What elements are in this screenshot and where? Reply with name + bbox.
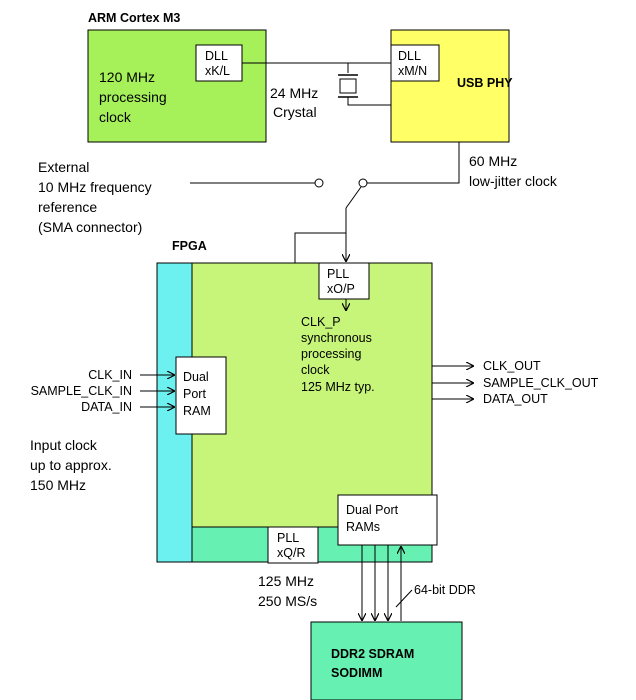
usb-dll-line-1: DLL: [398, 49, 421, 63]
input-note-line-3: 150 MHz: [30, 477, 86, 493]
input-note-line-2: up to approx.: [30, 457, 112, 473]
fpga-core: [191, 262, 433, 528]
arm-dll-box: [195, 44, 243, 82]
fpga-title: FPGA: [172, 239, 207, 253]
crystal-symbol: [339, 78, 357, 94]
adc-rate-line-2: 250 MS/s: [258, 593, 317, 609]
usb-clock-wire: [367, 142, 460, 184]
ext-ref-line-1: External: [38, 159, 89, 175]
crystal-label-line-2: Crystal: [273, 104, 317, 120]
arm-text-line-1: 120 MHz: [99, 69, 155, 85]
input-label-sample-clk-in: SAMPLE_CLK_IN: [31, 384, 132, 398]
dual-port-rams-line-1: Dual Port: [346, 503, 399, 517]
pll-top-line-1: PLL: [327, 267, 349, 281]
dual-port-ram-line-2: Port: [183, 387, 206, 401]
switch-contact-ext: [314, 178, 324, 188]
ext-ref-line-3: reference: [38, 199, 97, 215]
sdram-block: [310, 621, 463, 700]
output-label-clk-out: CLK_OUT: [483, 359, 541, 373]
usb-clock-line-1: 60 MHz: [469, 153, 517, 169]
dual-port-ram-line-3: RAM: [183, 404, 211, 418]
input-note-line-1: Input clock: [30, 437, 98, 453]
arm-text-line-3: clock: [99, 109, 132, 125]
output-label-sample-clk-out: SAMPLE_CLK_OUT: [483, 376, 599, 390]
ext-ref-line-4: (SMA connector): [38, 219, 142, 235]
arm-dll-line-2: xK/L: [205, 64, 230, 78]
ddr-bus-leader: [395, 589, 413, 608]
sdram-line-1: DDR2 SDRAM: [331, 647, 414, 661]
switch-contact-usb: [358, 178, 368, 188]
clkp-line-2: synchronous: [301, 331, 372, 345]
usb-clock-line-2: low-jitter clock: [469, 173, 558, 189]
input-label-clk-in: CLK_IN: [88, 368, 132, 382]
input-label-data-in: DATA_IN: [81, 400, 132, 414]
pll-top-box: [318, 262, 370, 300]
crystal-label-line-1: 24 MHz: [270, 85, 318, 101]
usb-dll-line-2: xM/N: [398, 64, 427, 78]
dual-port-rams-line-2: RAMs: [346, 520, 380, 534]
ddr-bus-label: 64-bit DDR: [414, 583, 476, 597]
arm-dll-line-1: DLL: [205, 49, 228, 63]
switch-arm: [345, 186, 362, 209]
clkp-line-5: 125 MHz typ.: [301, 380, 375, 394]
crystal-wire-bottom: [347, 97, 391, 106]
adc-rate-line-1: 125 MHz: [258, 573, 314, 589]
arm-title: ARM Cortex M3: [88, 11, 180, 25]
arm-text-line-2: processing: [99, 89, 167, 105]
pll-top-line-2: xO/P: [327, 282, 355, 296]
ext-ref-line-2: 10 MHz frequency: [38, 179, 152, 195]
pll-bottom-line-2: xQ/R: [277, 546, 305, 560]
usb-dll-box: [390, 44, 440, 82]
dual-port-ram-box: [175, 356, 227, 435]
clkp-line-3: processing: [301, 347, 361, 361]
dual-port-rams-box: [337, 494, 438, 546]
sdram-line-2: SODIMM: [331, 666, 382, 680]
usb-phy-title: USB PHY: [457, 76, 513, 90]
clkp-line-4: clock: [301, 363, 330, 377]
pll-bottom-line-1: PLL: [277, 531, 299, 545]
dual-port-ram-line-1: Dual: [183, 370, 209, 384]
clkp-line-1: CLK_P: [301, 315, 341, 329]
pll-bottom-box: [267, 526, 319, 564]
output-label-data-out: DATA_OUT: [483, 392, 548, 406]
